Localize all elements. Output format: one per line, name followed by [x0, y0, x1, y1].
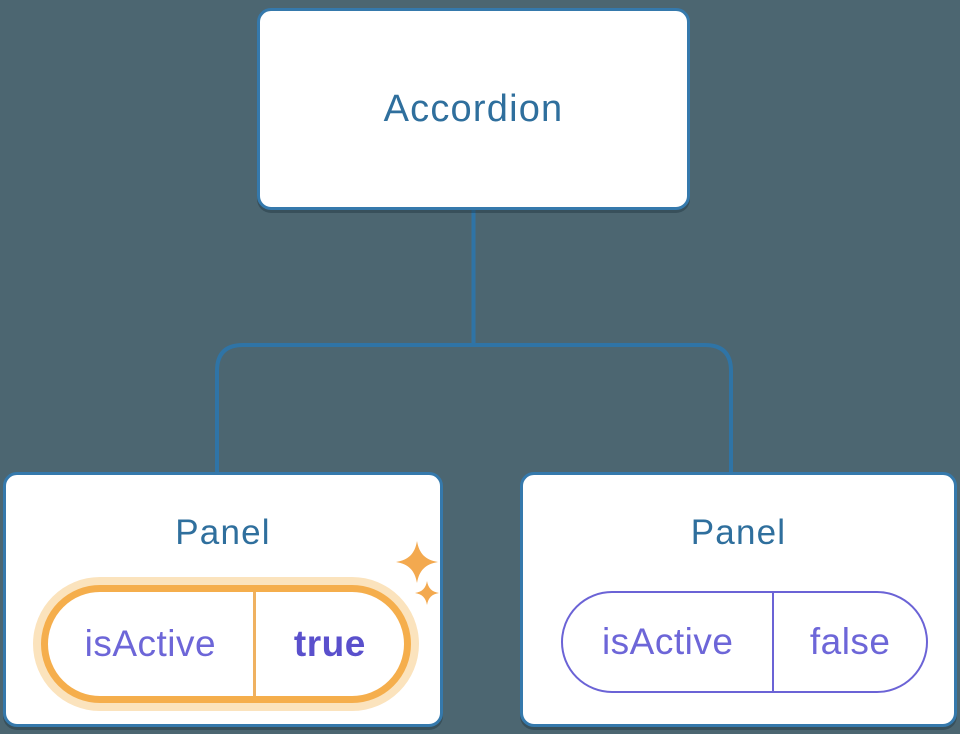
state-pill-active: isActive true: [41, 585, 411, 703]
accordion-node-label: Accordion: [383, 87, 564, 130]
state-pill-inactive: isActive false: [561, 591, 928, 693]
panel-node-label: Panel: [175, 513, 271, 552]
sparkle-icon: [396, 541, 439, 605]
state-value-label: true: [293, 623, 366, 664]
pill-divider: [252, 592, 256, 696]
state-name-label: isActive: [601, 621, 734, 662]
panel-node-inactive: Panel isActive false: [520, 472, 957, 727]
pill-divider: [772, 593, 775, 691]
accordion-node: Accordion: [257, 8, 690, 210]
panel-node-label: Panel: [690, 513, 787, 552]
state-name-label: isActive: [84, 623, 217, 664]
panel-node-active: Panel isActive true: [3, 472, 443, 727]
state-value-label: false: [809, 621, 891, 662]
branch-connector-line: [215, 343, 733, 476]
